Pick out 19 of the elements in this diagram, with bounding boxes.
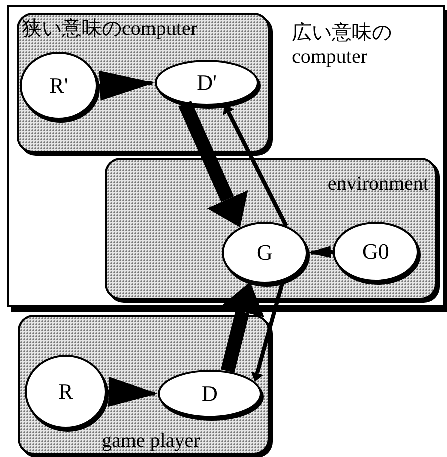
arrow [106,377,158,408]
state-ellipse: D' [155,60,259,106]
box-heading: 狭い意味のcomputer [22,17,198,41]
group-box [105,158,437,300]
box-heading: environment [328,172,429,196]
arrow [178,100,248,228]
arrow [308,246,334,258]
state-ellipse: R' [20,52,98,120]
group-box [17,13,270,153]
arrow [223,104,288,228]
box-heading: 広い意味のcomputer [292,21,393,69]
group-box [18,315,270,455]
arrow [98,70,155,101]
state-ellipse: G0 [333,222,419,282]
state-ellipse: R [25,355,107,429]
state-ellipse: G [222,222,308,284]
box-heading: game player [102,429,200,453]
state-ellipse: D [158,370,262,418]
arrow [221,282,265,374]
